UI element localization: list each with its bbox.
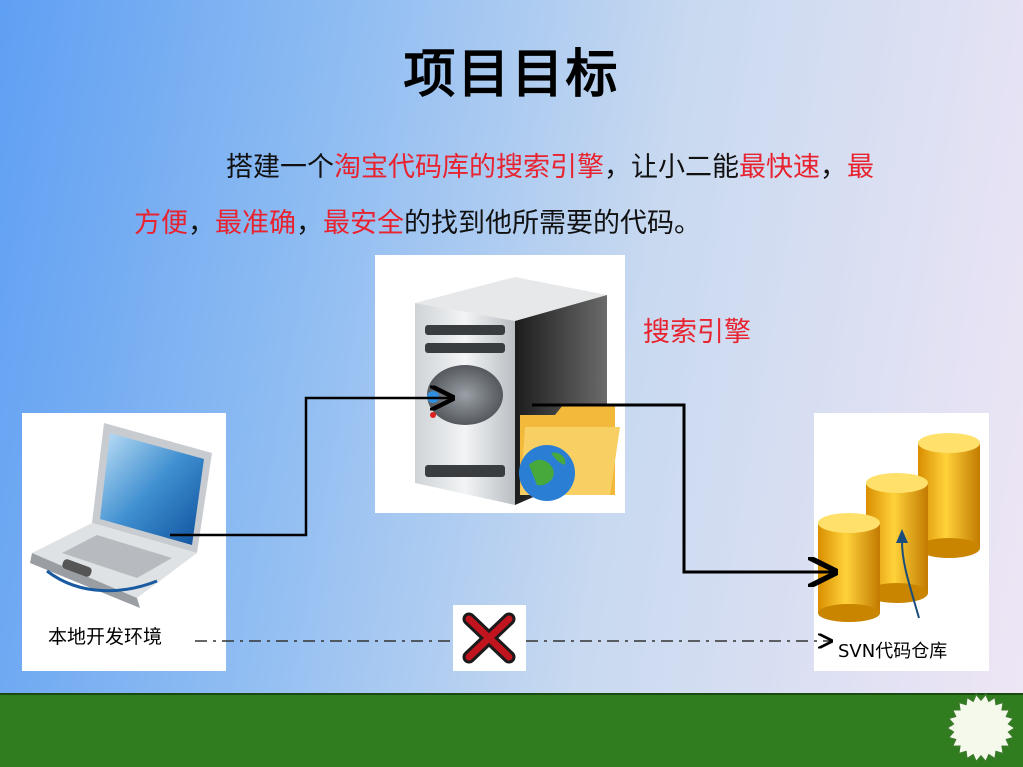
para-seg-2: ，让小二能 — [604, 152, 739, 183]
cross-icon — [462, 612, 516, 664]
para-seg-0: 搭建一个 — [226, 152, 334, 183]
laptop-caption: 本地开发环境 — [48, 626, 163, 648]
server-card — [375, 255, 625, 513]
para-seg-8: ， — [296, 208, 323, 239]
para-seg-3: 最快速 — [739, 152, 820, 183]
paragraph-indent — [134, 152, 226, 183]
slide-footer — [0, 693, 1023, 767]
repo-caption: SVN代码仓库 — [838, 641, 948, 662]
para-seg-9: 最安全 — [323, 208, 404, 239]
repo-card — [814, 413, 989, 671]
laptop-icon — [30, 423, 212, 608]
para-seg-7: 最准确 — [215, 208, 296, 239]
goal-paragraph: 搭建一个淘宝代码库的搜索引擎，让小二能最快速，最方便，最准确，最安全的找到他所需… — [134, 140, 894, 252]
server-label: 搜索引擎 — [643, 317, 751, 348]
slide-title: 项目目标 — [403, 45, 620, 105]
para-seg-4: ， — [820, 152, 847, 183]
para-seg-1: 淘宝代码库的搜索引擎 — [334, 152, 604, 183]
database-icon — [818, 433, 980, 622]
cross-card — [453, 605, 526, 671]
para-seg-10: 的找到他所需要的代码。 — [404, 208, 701, 239]
folder-globe-icon — [519, 405, 620, 501]
para-seg-5: 最方便 — [134, 152, 874, 239]
para-seg-6: ， — [188, 208, 215, 239]
